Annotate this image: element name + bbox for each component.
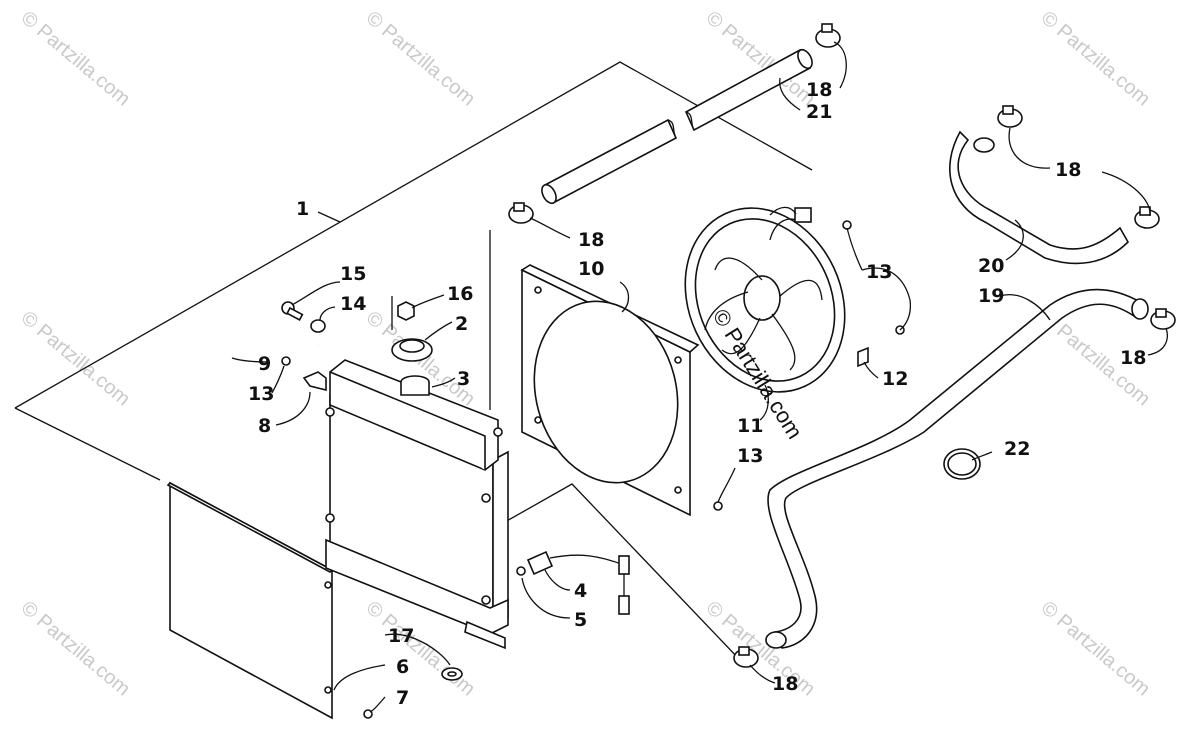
inlet-hose[interactable] <box>949 130 1129 265</box>
watermark: © Partzilla.com <box>1037 597 1154 700</box>
callout-8: 8 <box>258 415 271 437</box>
radiator[interactable] <box>325 359 509 650</box>
screw[interactable] <box>713 501 723 511</box>
radiator-cap[interactable] <box>391 338 433 362</box>
filler-neck[interactable] <box>400 375 430 396</box>
callout-2: 2 <box>455 313 468 335</box>
callout-15: 15 <box>340 263 366 285</box>
callout-22: 22 <box>1004 438 1030 460</box>
callout-12: 12 <box>882 368 908 390</box>
hose-clamp[interactable] <box>733 646 759 668</box>
callout-21: 21 <box>806 101 832 123</box>
callout-16: 16 <box>447 283 473 305</box>
callout-18: 18 <box>806 79 832 101</box>
callout-6: 6 <box>396 656 409 678</box>
callout-4: 4 <box>574 580 587 602</box>
leader-line-1 <box>317 211 341 223</box>
radiator-screen[interactable] <box>166 481 334 720</box>
callout-18: 18 <box>1055 159 1081 181</box>
overflow-hose-inner <box>225 319 320 438</box>
temperature-sensor[interactable] <box>526 550 630 615</box>
watermark: © Partzilla.com <box>1037 7 1154 110</box>
callout-11: 11 <box>737 415 763 437</box>
bolt[interactable] <box>281 301 304 321</box>
cooling-fan[interactable] <box>656 182 874 418</box>
leader-lines <box>231 41 1168 713</box>
callout-5: 5 <box>574 609 587 631</box>
callout-1: 1 <box>296 198 309 220</box>
callout-labels: 1 2 3 4 5 6 7 8 9 10 11 12 13 13 13 14 1… <box>248 79 1146 709</box>
callout-13: 13 <box>248 383 274 405</box>
hose-clamp[interactable] <box>508 202 534 224</box>
drain-plug-washer[interactable] <box>441 667 463 681</box>
bracket[interactable] <box>302 371 327 392</box>
callout-7: 7 <box>396 687 409 709</box>
hose-clamp[interactable] <box>997 105 1023 128</box>
sensor-o-ring[interactable] <box>516 566 526 576</box>
callout-17: 17 <box>388 625 414 647</box>
callout-19: 19 <box>978 285 1004 307</box>
callout-10: 10 <box>578 258 604 280</box>
watermark: © Partzilla.com <box>17 597 134 700</box>
callout-18: 18 <box>772 673 798 695</box>
watermark: © Partzilla.com <box>17 307 134 410</box>
callout-18: 18 <box>578 229 604 251</box>
screw[interactable] <box>842 220 852 230</box>
callout-13: 13 <box>866 261 892 283</box>
fan-shroud[interactable] <box>515 264 700 517</box>
assembly-outline <box>14 61 813 661</box>
screw[interactable] <box>281 356 291 366</box>
upper-coolant-hose[interactable] <box>539 47 815 205</box>
callout-9: 9 <box>258 353 271 375</box>
grommet[interactable] <box>310 319 326 333</box>
nut[interactable] <box>397 301 415 321</box>
watermark: © Partzilla.com <box>17 7 134 110</box>
callout-13: 13 <box>737 445 763 467</box>
lower-coolant-hose[interactable] <box>765 288 1149 649</box>
callout-20: 20 <box>978 255 1004 277</box>
callout-18: 18 <box>1120 347 1146 369</box>
callout-3: 3 <box>457 368 470 390</box>
watermark: © Partzilla.com <box>362 7 479 110</box>
hose-clamp[interactable] <box>1150 308 1176 330</box>
callout-14: 14 <box>340 293 366 315</box>
hose-clamp[interactable] <box>1134 206 1160 229</box>
fan-clip[interactable] <box>857 346 869 368</box>
band-clamp[interactable] <box>943 448 981 480</box>
